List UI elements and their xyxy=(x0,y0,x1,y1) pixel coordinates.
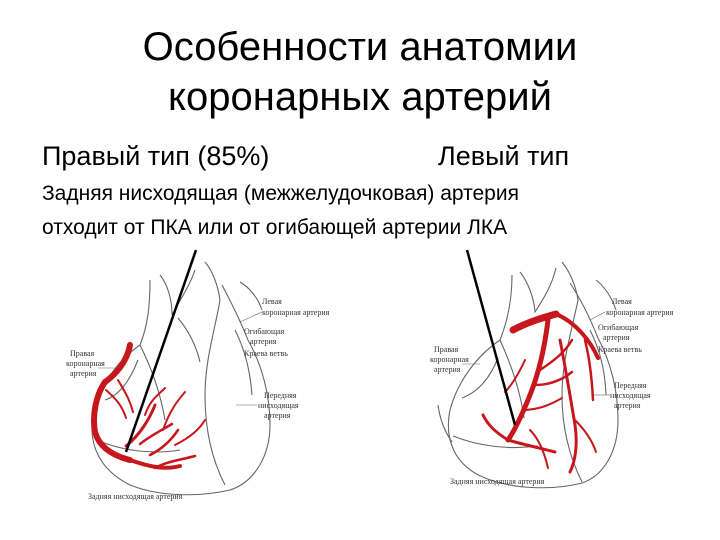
right-type-heading: Правый тип (85%) xyxy=(42,141,270,171)
label-rca-2: коронарная xyxy=(66,359,105,368)
label-rca-3-right: артерия xyxy=(434,365,461,374)
arteries-left xyxy=(91,342,206,470)
label-circumflex-1-right: Огибающая xyxy=(598,323,639,332)
label-circumflex-2-right: артерия xyxy=(603,333,630,342)
label-circumflex-2: артерия xyxy=(250,337,277,346)
label-lca-1-right: Левая xyxy=(612,297,632,306)
left-type-heading: Левый тип xyxy=(438,141,570,171)
label-lca-1: Левая xyxy=(262,297,282,306)
label-marginal-right: Краева ветвь xyxy=(598,345,642,354)
label-lad-2: нисходящая xyxy=(258,401,299,410)
label-rca-1-right: Правая xyxy=(434,345,459,354)
label-lad-1-right: Передняя xyxy=(614,381,647,390)
arteries-right xyxy=(481,310,600,474)
label-lad-3-right: артерия xyxy=(614,401,641,410)
heart-right-dominant: Левая коронарная артерия Огибающая артер… xyxy=(66,249,330,501)
label-marginal: Краева ветвь xyxy=(244,349,288,358)
description-line-2: отходит от ПКА или от огибающей артерии … xyxy=(42,216,508,239)
pointer-line-right xyxy=(465,249,517,426)
label-rca-3: артерия xyxy=(70,369,97,378)
label-lad-2-right: нисходящая xyxy=(610,391,651,400)
label-rca-1: Правая xyxy=(70,349,95,358)
labels-right: Левая коронарная артерия Огибающая артер… xyxy=(430,297,674,486)
description-line-1: Задняя нисходящая (межжелудочковая) арте… xyxy=(42,182,519,205)
label-pda-right: Задняя нисходящая артерия xyxy=(450,477,545,486)
label-rca-2-right: коронарная xyxy=(430,355,469,364)
heart-left-dominant: Левая коронарная артерия Огибающая артер… xyxy=(430,249,674,489)
label-pda: Задняя нисходящая артерия xyxy=(88,492,183,501)
label-lca-2: коронарная артерия xyxy=(262,308,330,317)
label-lad-3: артерия xyxy=(264,411,291,420)
title-line-1: Особенности анатомии xyxy=(142,25,578,69)
labels-left: Левая коронарная артерия Огибающая артер… xyxy=(66,297,330,501)
label-circumflex-1: Огибающая xyxy=(244,327,285,336)
title-line-2: коронарных артерий xyxy=(168,75,552,119)
slide-title: Особенности анатомии коронарных артерий xyxy=(0,22,720,122)
label-lca-2-right: коронарная артерия xyxy=(606,308,674,317)
pointer-line-left xyxy=(124,249,198,453)
label-lad-1: Передняя xyxy=(264,391,297,400)
